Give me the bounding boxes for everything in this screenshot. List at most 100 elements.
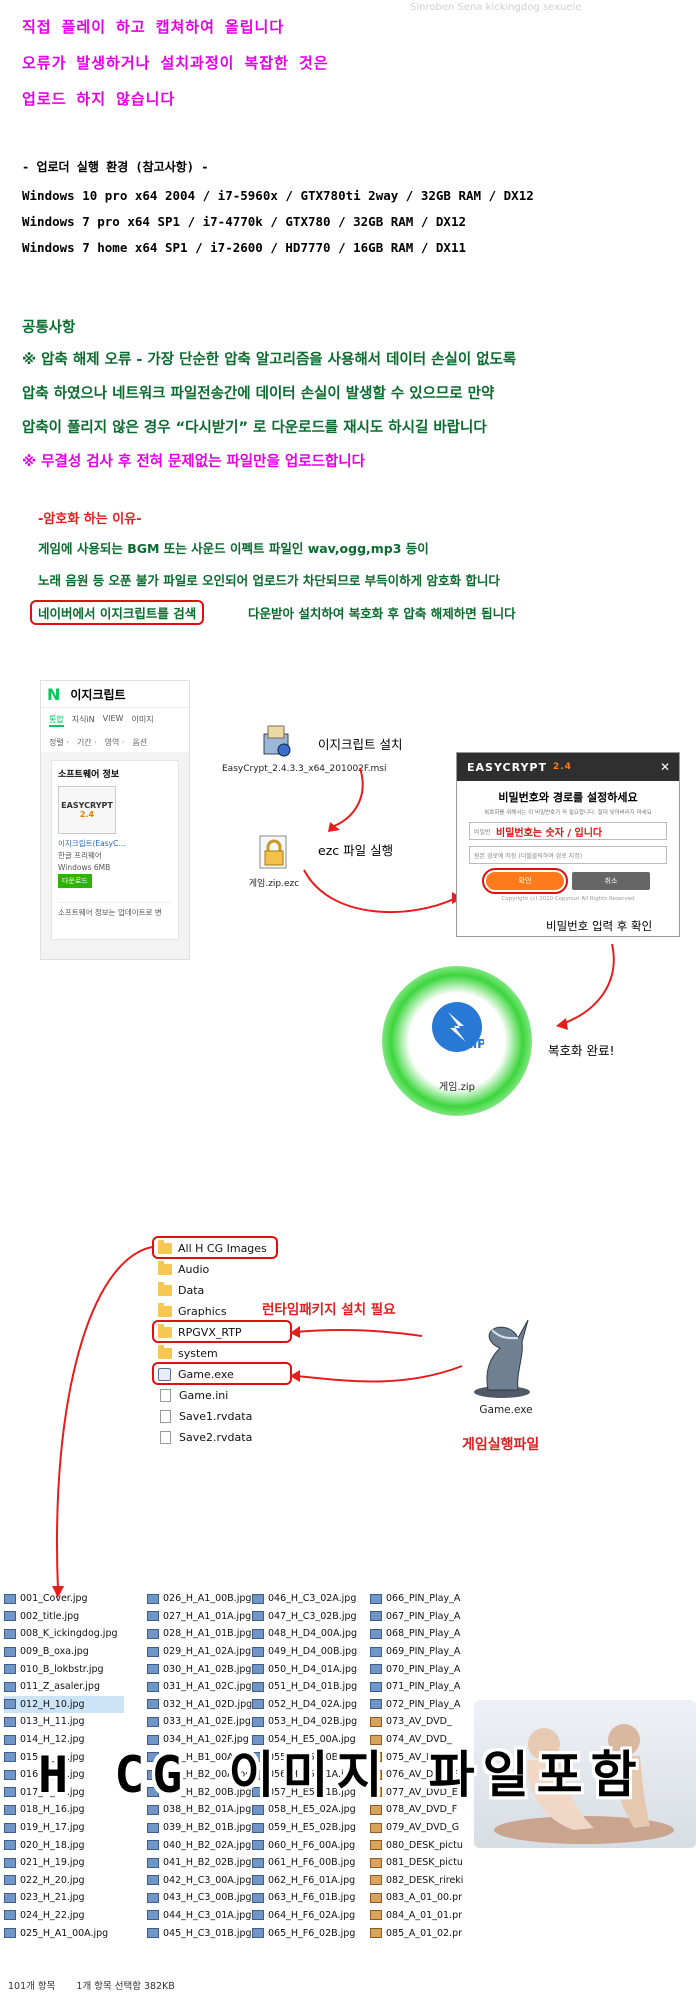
file-item[interactable]: 074_AV_DVD_ [370, 1731, 470, 1749]
folder-row[interactable]: All H CG Images [158, 1238, 328, 1259]
file-item[interactable]: 015_H_13.jpg [4, 1748, 124, 1766]
file-item[interactable]: 069_PIN_Play_A [370, 1643, 470, 1661]
file-item[interactable]: 071_PIN_Play_A [370, 1678, 470, 1696]
filter-period[interactable]: 기간 · [76, 738, 97, 747]
file-item[interactable]: 030_H_A1_02B.jpg [147, 1660, 267, 1678]
file-item[interactable]: 033_H_A1_02E.jpg [147, 1713, 267, 1731]
file-item[interactable]: 064_H_F6_02A.jpg [252, 1907, 372, 1925]
file-item[interactable]: 058_H_E5_02A.jpg [252, 1801, 372, 1819]
file-item[interactable]: 039_H_B2_01B.jpg [147, 1819, 267, 1837]
file-item[interactable]: 059_H_E5_02B.jpg [252, 1819, 372, 1837]
filter-area[interactable]: 영역 · [104, 738, 125, 747]
file-item[interactable]: 048_H_D4_00A.jpg [252, 1625, 372, 1643]
file-item[interactable]: 045_H_C3_01B.jpg [147, 1924, 267, 1942]
file-item[interactable]: 067_PIN_Play_A [370, 1608, 470, 1626]
file-item[interactable]: 078_AV_DVD_F [370, 1801, 470, 1819]
ok-button[interactable]: 확인 [482, 868, 568, 894]
file-item[interactable]: 063_H_F6_01B.jpg [252, 1889, 372, 1907]
file-item[interactable]: 036_H_B2_00A.jpg [147, 1766, 267, 1784]
file-item[interactable]: 044_H_C3_01A.jpg [147, 1907, 267, 1925]
file-item[interactable]: 079_AV_DVD_G [370, 1819, 470, 1837]
file-item[interactable]: 014_H_12.jpg [4, 1731, 124, 1749]
file-item[interactable]: 047_H_C3_02B.jpg [252, 1608, 372, 1626]
file-item[interactable]: 061_H_F6_00B.jpg [252, 1854, 372, 1872]
file-item[interactable]: 027_H_A1_01A.jpg [147, 1608, 267, 1626]
tab-kin[interactable]: 지식iN [71, 715, 95, 724]
file-item[interactable]: 060_H_F6_00A.jpg [252, 1836, 372, 1854]
file-item[interactable]: 076_AV_DVD_E [370, 1766, 470, 1784]
file-item[interactable]: 066_PIN_Play_A [370, 1590, 470, 1608]
file-item[interactable]: 042_H_C3_00A.jpg [147, 1872, 267, 1890]
file-item[interactable]: 053_H_D4_02B.jpg [252, 1713, 372, 1731]
file-item[interactable]: 013_H_11.jpg [4, 1713, 124, 1731]
file-item[interactable]: 028_H_A1_01B.jpg [147, 1625, 267, 1643]
folder-row[interactable]: system [158, 1343, 328, 1364]
file-row[interactable]: Game.exe [158, 1364, 328, 1385]
file-item[interactable]: 017_H_15.jpg [4, 1784, 124, 1802]
filter-sort[interactable]: 정렬 · [49, 738, 69, 747]
file-item[interactable]: 022_H_20.jpg [4, 1872, 124, 1890]
file-item[interactable]: 035_H_B1_00A.jpg [147, 1748, 267, 1766]
file-item[interactable]: 057_H_E5_01B.jpg [252, 1784, 372, 1802]
file-item[interactable]: 024_H_22.jpg [4, 1907, 124, 1925]
file-item[interactable]: 082_DESK_rireki [370, 1872, 470, 1890]
file-item[interactable]: 011_Z_asaler.jpg [4, 1678, 124, 1696]
cancel-button[interactable]: 취소 [572, 872, 650, 890]
file-row[interactable]: Save2.rvdata [158, 1427, 328, 1448]
file-item[interactable]: 072_PIN_Play_A [370, 1696, 470, 1714]
folder-row[interactable]: Data [158, 1280, 328, 1301]
close-icon[interactable]: ✕ [659, 760, 671, 774]
file-item[interactable]: 080_DESK_pictu [370, 1836, 470, 1854]
file-item[interactable]: 034_H_A1_02F.jpg [147, 1731, 267, 1749]
file-item[interactable]: 084_A_01_01.pr [370, 1907, 470, 1925]
file-item[interactable]: 008_K_ickingdog.jpg [4, 1625, 124, 1643]
file-item[interactable]: 083_A_01_00.pr [370, 1889, 470, 1907]
file-item[interactable]: 065_H_F6_02B.jpg [252, 1924, 372, 1942]
file-item[interactable]: 046_H_C3_02A.jpg [252, 1590, 372, 1608]
file-item[interactable]: 054_H_E5_00A.jpg [252, 1731, 372, 1749]
password-input[interactable]: 비밀번 비밀번호는 숫자 / 입니다 [469, 822, 667, 840]
file-item[interactable]: 026_H_A1_00B.jpg [147, 1590, 267, 1608]
file-item[interactable]: 070_PIN_Play_A [370, 1660, 470, 1678]
file-item[interactable]: 018_H_16.jpg [4, 1801, 124, 1819]
file-item[interactable]: 075_AV_DVD_ [370, 1748, 470, 1766]
file-row[interactable]: Save1.rvdata [158, 1406, 328, 1427]
file-item[interactable]: 038_H_B2_01A.jpg [147, 1801, 267, 1819]
tab-image[interactable]: 이미지 [131, 715, 154, 724]
file-item[interactable]: 052_H_D4_02A.jpg [252, 1696, 372, 1714]
tab-view[interactable]: VIEW [102, 714, 124, 723]
file-item[interactable]: 043_H_C3_00B.jpg [147, 1889, 267, 1907]
folder-row[interactable]: Graphics [158, 1301, 328, 1322]
file-item[interactable]: 025_H_A1_00A.jpg [4, 1924, 124, 1942]
file-item[interactable]: 056_H_E5_01A.jpg [252, 1766, 372, 1784]
file-item[interactable]: 062_H_F6_01A.jpg [252, 1872, 372, 1890]
file-item[interactable]: 020_H_18.jpg [4, 1836, 124, 1854]
folder-row[interactable]: RPGVX_RTP [158, 1322, 328, 1343]
file-item[interactable]: 073_AV_DVD_ [370, 1713, 470, 1731]
download-button[interactable]: 다운로드 [58, 874, 92, 888]
file-item[interactable]: 010_B_lokbstr.jpg [4, 1660, 124, 1678]
file-row[interactable]: Game.ini [158, 1385, 328, 1406]
file-item[interactable]: 032_H_A1_02D.jpg [147, 1696, 267, 1714]
file-item[interactable]: 037_H_B2_00B.jpg [147, 1784, 267, 1802]
file-item[interactable]: 012_H_10.jpg [4, 1695, 124, 1714]
file-item[interactable]: 002_title.jpg [4, 1608, 124, 1626]
file-item[interactable]: 068_PIN_Play_A [370, 1625, 470, 1643]
file-item[interactable]: 021_H_19.jpg [4, 1854, 124, 1872]
file-item[interactable]: 001_Cover.jpg [4, 1590, 124, 1608]
tab-integrated[interactable]: 통합 [49, 714, 64, 727]
file-item[interactable]: 055_H_E5_00B.jpg [252, 1748, 372, 1766]
file-item[interactable]: 040_H_B2_02A.jpg [147, 1836, 267, 1854]
software-name-link[interactable]: 이지크립트(EasyC... [58, 839, 126, 848]
filter-option[interactable]: 옵션 [132, 738, 148, 747]
file-item[interactable]: 009_B_oxa.jpg [4, 1643, 124, 1661]
file-item[interactable]: 029_H_A1_02A.jpg [147, 1643, 267, 1661]
file-item[interactable]: 051_H_D4_01B.jpg [252, 1678, 372, 1696]
file-item[interactable]: 016_H_14.jpg [4, 1766, 124, 1784]
path-input[interactable]: 원본 경로에 저장 (더블클릭하여 경로 지정) [469, 846, 667, 864]
file-item[interactable]: 041_H_B2_02B.jpg [147, 1854, 267, 1872]
file-item[interactable]: 031_H_A1_02C.jpg [147, 1678, 267, 1696]
file-item[interactable]: 077_AV_DVD_E [370, 1784, 470, 1802]
file-item[interactable]: 049_H_D4_00B.jpg [252, 1643, 372, 1661]
file-item[interactable]: 023_H_21.jpg [4, 1889, 124, 1907]
